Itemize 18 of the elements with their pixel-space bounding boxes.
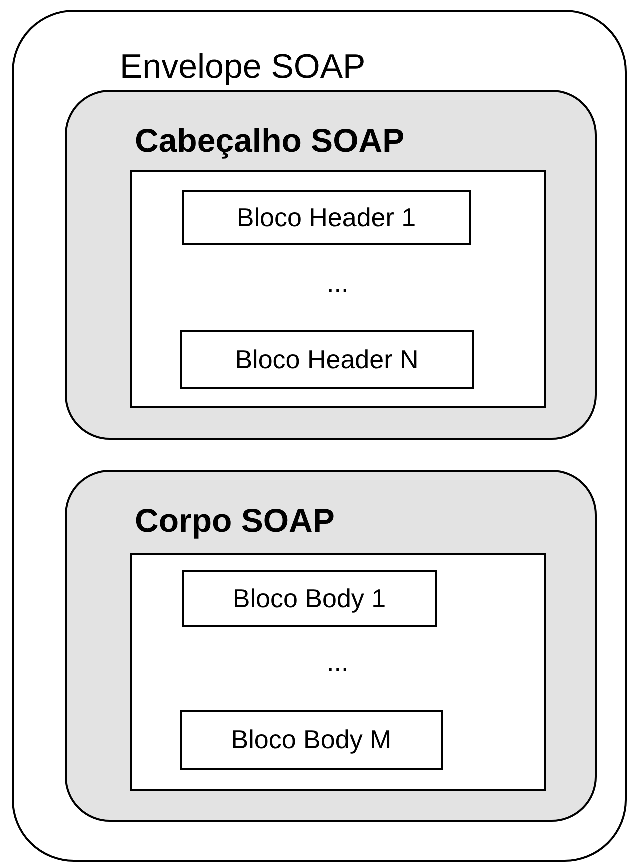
block-label: Bloco Body M	[230, 724, 393, 756]
envelope-container	[12, 10, 627, 862]
container-title: Envelope SOAP	[120, 48, 366, 87]
block-box	[182, 570, 437, 627]
block-label: Bloco Header 1	[236, 202, 418, 233]
block-label: Bloco Body 1	[232, 583, 388, 614]
block-box	[182, 190, 471, 245]
section-panel	[65, 470, 597, 822]
section-panel	[65, 90, 597, 440]
section-title: Cabeçalho SOAP	[135, 122, 405, 160]
content-box	[130, 553, 546, 791]
section-title: Corpo SOAP	[135, 502, 335, 540]
block-box	[180, 330, 474, 389]
block-label: Bloco Header N	[234, 344, 420, 375]
block-box	[180, 710, 443, 770]
ellipsis-text: ...	[327, 268, 349, 299]
ellipsis-text: ...	[327, 647, 349, 678]
content-box	[130, 170, 546, 408]
